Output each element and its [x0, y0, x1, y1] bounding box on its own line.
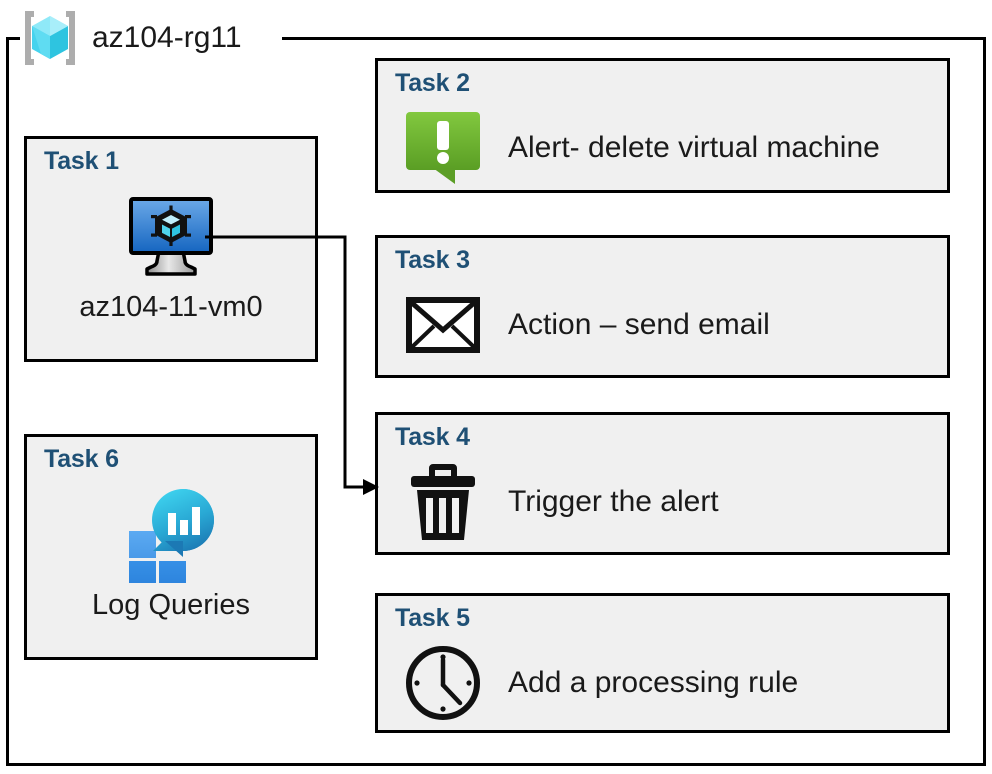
task-2-label: Task 2 [395, 69, 470, 97]
task-6-label: Task 6 [44, 445, 119, 473]
task-1-text: az104-11-vm0 [79, 291, 263, 323]
task-2-text: Alert- delete virtual machine [508, 131, 880, 164]
task-6-text: Log Queries [92, 589, 250, 621]
task-5-box[interactable]: Task 5 Add a processing rule [375, 593, 950, 733]
task-5-label: Task 5 [395, 604, 470, 632]
task-5-content: Add a processing rule [402, 642, 937, 724]
resource-group-container [6, 38, 986, 766]
task-3-text: Action – send email [508, 308, 770, 341]
task-4-content: Trigger the alert [402, 461, 937, 543]
alert-exclamation-icon [402, 107, 484, 189]
resource-group-border-line-right [282, 37, 986, 40]
resource-group-header: az104-rg11 [18, 6, 242, 70]
task-6-box[interactable]: Task 6 [24, 434, 318, 660]
task-4-box[interactable]: Task 4 Trigger the alert [375, 412, 950, 555]
task-3-content: Action – send email [402, 284, 937, 366]
task-1-label: Task 1 [44, 147, 119, 175]
clock-icon [402, 642, 484, 724]
virtual-machine-monitor-icon [27, 191, 315, 283]
resource-group-border-stub-left [6, 37, 20, 40]
task-2-content: Alert- delete virtual machine [402, 107, 937, 189]
resource-group-cube-icon [18, 7, 82, 69]
task-4-text: Trigger the alert [508, 485, 719, 518]
log-analytics-icon [27, 489, 315, 583]
task-5-text: Add a processing rule [508, 666, 799, 699]
task-3-box[interactable]: Task 3 Action – send email [375, 235, 950, 378]
trash-can-icon [402, 461, 484, 543]
task-2-box[interactable]: Task 2 Alert- delete virtual machin [375, 58, 950, 193]
task-4-label: Task 4 [395, 423, 470, 451]
task-3-label: Task 3 [395, 246, 470, 274]
envelope-icon [402, 284, 484, 366]
task-1-box[interactable]: Task 1 [24, 136, 318, 362]
resource-group-name: az104-rg11 [92, 21, 242, 54]
